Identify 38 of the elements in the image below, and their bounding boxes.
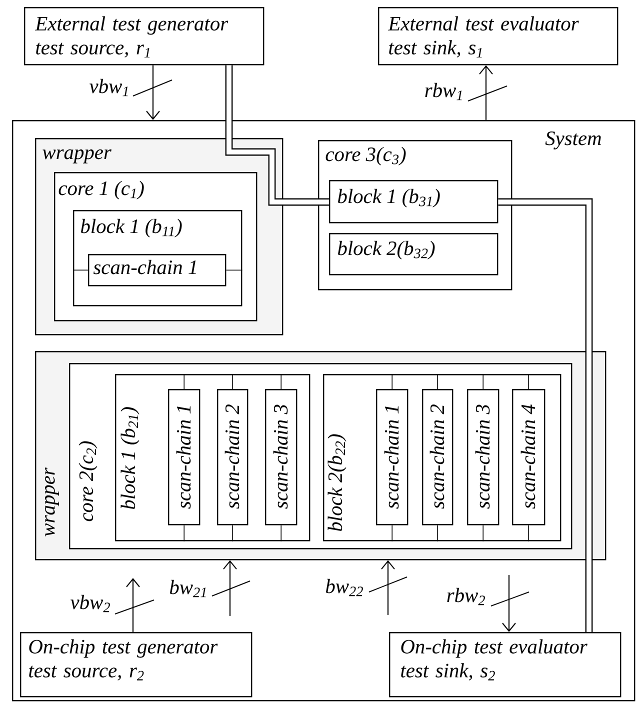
arrow [146, 65, 160, 120]
evaluator-box: On-chip test evaluator test sink, s$_{2}$ [389, 632, 622, 698]
edge-label: rbw$_{1}$ [425, 82, 462, 100]
block-box: block 1 (b$_{31}$) [329, 180, 498, 224]
arrow [126, 578, 140, 632]
arrow [223, 560, 237, 616]
connector-line [482, 374, 484, 390]
scan-chain-box: scan-chain 3 [467, 389, 500, 526]
connector-line [528, 524, 529, 542]
connector-line [528, 374, 529, 390]
scan-chain-box: scan-chain 1 [376, 389, 408, 526]
edge-label: bw$_{22}$ [326, 578, 363, 596]
scan-chain-box: scan-chain 3 [265, 389, 298, 526]
scan-chain-box: scan-chain 2 [217, 389, 248, 526]
arrow [502, 575, 516, 632]
connector-line [232, 524, 233, 542]
connector-line [482, 524, 484, 542]
block-box: block 2(b$_{32}$) [329, 233, 498, 276]
generator-box: External test generator test source, r$_{1}$ [24, 7, 264, 66]
scan-chain-box: scan-chain 1 [168, 389, 200, 526]
edge-label: bw$_{21}$ [170, 580, 206, 598]
connector-line [232, 374, 233, 390]
generator-box: On-chip test generator test source, r$_{2}$ [20, 632, 252, 698]
scan-chain-box: scan-chain 4 [512, 389, 546, 526]
connector-line [280, 524, 282, 542]
arrow [479, 65, 493, 120]
connector-line [280, 374, 282, 390]
double-line [225, 65, 329, 206]
edge-label: rbw$_{2}$ [447, 588, 485, 606]
edge-label: vbw$_{2}$ [70, 594, 110, 612]
scan-chain-box: scan-chain 1 [88, 254, 226, 286]
scan-chain-box: scan-chain 2 [422, 389, 454, 526]
double-line [498, 198, 593, 632]
connector-line [437, 374, 438, 390]
connector-line [437, 524, 438, 542]
evaluator-box: External test evaluator test sink, s$_{1}$ [378, 7, 618, 66]
arrow [381, 560, 395, 615]
edge-label: vbw$_{1}$ [90, 78, 128, 96]
